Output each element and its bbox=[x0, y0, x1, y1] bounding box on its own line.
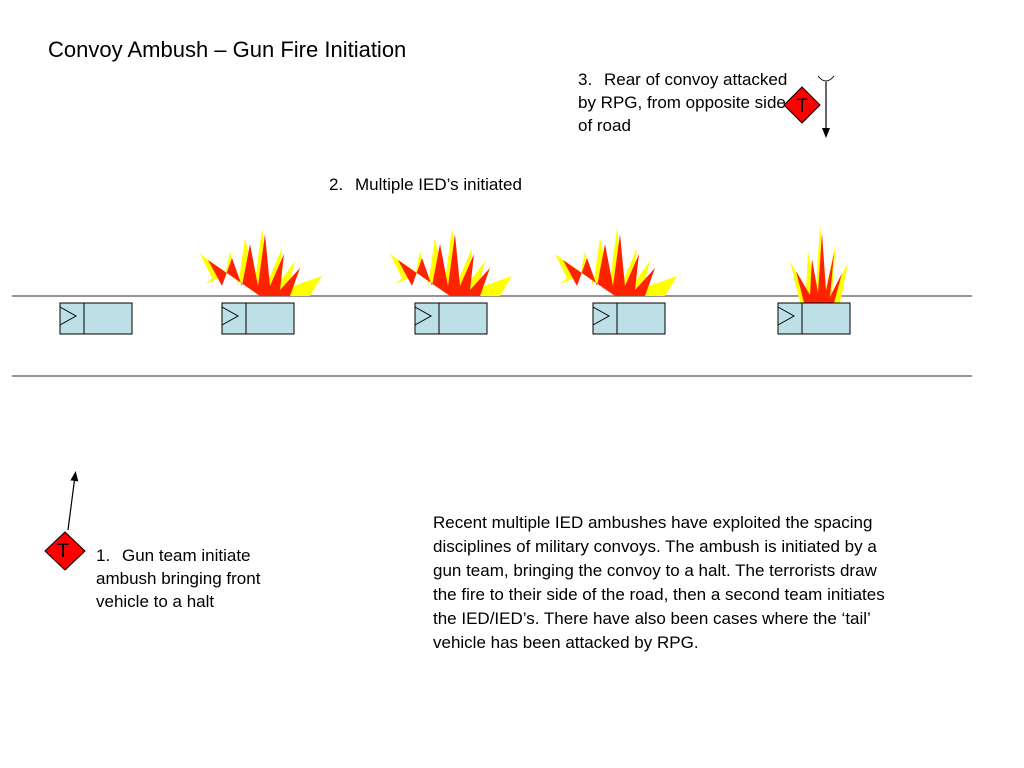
page-title: Convoy Ambush – Gun Fire Initiation bbox=[48, 37, 407, 62]
description-text: Recent multiple IED ambushes have exploi… bbox=[433, 513, 885, 652]
vehicle-icon bbox=[414, 302, 488, 335]
rpg-team-marker: T bbox=[783, 86, 821, 124]
note-gun-team: 1.Gun team initiate ambush bringing fron… bbox=[96, 544, 296, 613]
rpg-launcher-icon bbox=[817, 75, 835, 138]
note-text: Multiple IED’s initiated bbox=[355, 175, 522, 194]
note-rpg-attack: 3.Rear of convoy attacked by RPG, from o… bbox=[578, 68, 798, 137]
explosion-icon bbox=[390, 228, 512, 296]
note-number: 1. bbox=[96, 546, 111, 565]
note-number: 2. bbox=[329, 175, 344, 194]
gun-fire-arrow bbox=[67, 471, 79, 531]
explosion-icon bbox=[790, 225, 848, 303]
note-text: Gun team initiate ambush bringing front … bbox=[96, 546, 261, 611]
vehicle-icon bbox=[221, 302, 295, 335]
vehicle-icon bbox=[592, 302, 666, 335]
vehicle-icon bbox=[777, 302, 851, 335]
note-ied-initiated: 2. Multiple IED’s initiated bbox=[329, 173, 522, 196]
marker-label: T bbox=[796, 96, 808, 117]
note-text: Rear of convoy attacked by RPG, from opp… bbox=[578, 70, 788, 135]
explosion-icon bbox=[555, 228, 677, 296]
explosion-icon bbox=[200, 228, 322, 296]
marker-label: T bbox=[57, 541, 69, 562]
note-number: 3. bbox=[578, 70, 593, 89]
gun-team-marker: T bbox=[44, 531, 86, 571]
vehicle-icon bbox=[59, 302, 133, 335]
